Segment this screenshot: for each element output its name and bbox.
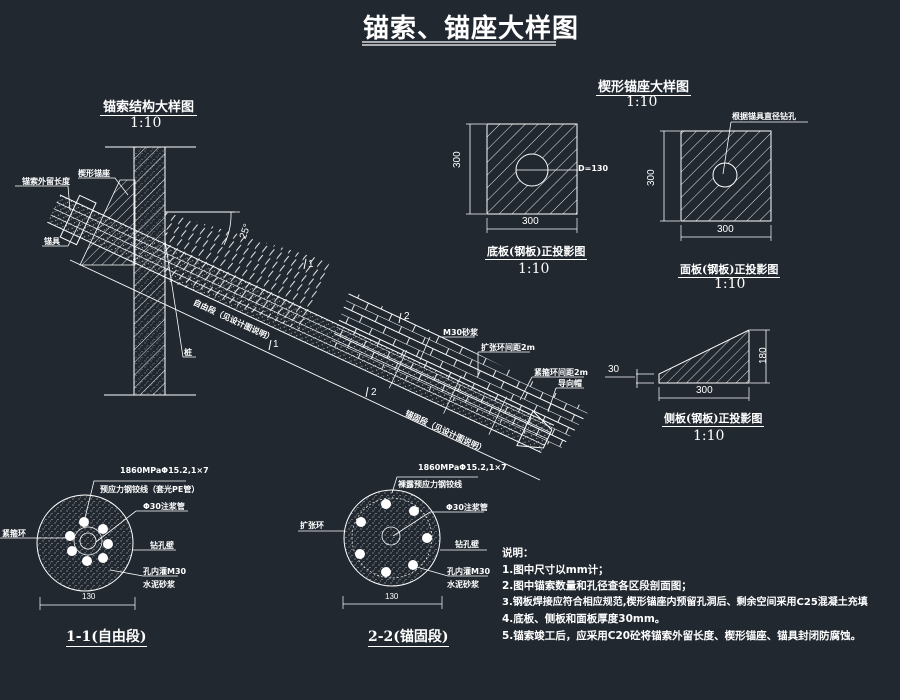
- section-mark-1-bottom: 1: [273, 339, 279, 350]
- notes-heading: 说明：: [502, 547, 534, 559]
- side-plate-height: 180: [758, 347, 769, 364]
- face-plate-drawing: [660, 121, 808, 241]
- side-plate-scale: 1:10: [693, 428, 725, 444]
- note-item: 5.锚索竣工后，应采用C20砼将锚索外留长度、楔形锚座、锚具封闭防腐蚀。: [502, 629, 862, 642]
- side-plate-shape: [658, 329, 750, 384]
- side-plate-drawing: [605, 329, 770, 401]
- strands-2: [355, 499, 432, 577]
- borehole-circle-1: [36, 494, 134, 592]
- soil-region: [165, 212, 330, 330]
- label-spreader-spacing: 扩张环间距2m: [481, 343, 535, 352]
- rock-region: [330, 290, 590, 450]
- label-mortar: M30砂浆: [443, 328, 479, 337]
- face-plate-width: 300: [717, 224, 734, 235]
- label-anchorage: 锚具: [44, 237, 60, 246]
- note-item: 2.图中锚索数量和孔径查各区段剖面图；: [502, 580, 692, 592]
- anchor-structure-drawing: [15, 146, 590, 481]
- anchorage-block: [59, 194, 97, 246]
- face-plate-hole: [712, 162, 738, 188]
- section-2-strand-spec: 1860MPaΦ15.2,1×7: [418, 463, 507, 472]
- notes-block: 说明： 1.图中尺寸以mm计； 2.图中锚索数量和孔径查各区段剖面图； 3.钢板…: [502, 545, 868, 644]
- page-title: 锚索、锚座大样图: [363, 14, 580, 44]
- note-item: 1.图中尺寸以mm计；: [502, 563, 609, 576]
- section-1-grout-b: 水泥砂浆: [143, 580, 175, 589]
- section-2-grout-a: 孔内灌M30: [447, 567, 491, 576]
- note-item: 3.钢板焊接应符合相应规范,楔形锚座内预留孔洞后、剩余空间采用C25混凝土充填: [502, 596, 868, 608]
- guide-cap: [516, 410, 553, 449]
- length-dimension-line: [69, 259, 541, 481]
- section-mark-2-top: 2: [404, 311, 410, 322]
- section-1-title: 1-1(自由段): [66, 626, 147, 647]
- note-item: 4.底板、侧板和面板厚度30mm。: [502, 613, 666, 625]
- side-plate-width: 300: [696, 385, 713, 396]
- bottom-plate-title: 底板(钢板)正投影图: [485, 245, 588, 260]
- section-1-tie-ring: 紧箍环: [2, 529, 26, 538]
- face-plate-title: 面板(钢板)正投影图: [678, 263, 781, 278]
- label-tie-ring-spacing: 紧箍环间距2m: [534, 368, 588, 377]
- section-cut-1-bottom: [268, 339, 272, 351]
- section-1-grout-a: 孔内灌M30: [143, 567, 187, 576]
- section-2-diameter: 130: [385, 592, 399, 601]
- label-wedge-seat: 楔形锚座: [78, 169, 110, 178]
- face-plate-hole-note: 根据锚具直径钻孔: [732, 112, 796, 121]
- side-plate-title: 侧板(钢板)正投影图: [662, 412, 765, 427]
- section-1-borehole-wall: 钻孔壁: [150, 541, 174, 550]
- section-2-grout-pipe: Φ30注浆管: [446, 503, 488, 512]
- anchor-detail-title: 锚索结构大样图: [100, 96, 198, 116]
- section-cut-2-bottom: [365, 386, 369, 398]
- section-2-title: 2-2(锚固段): [368, 626, 449, 647]
- angle-arc: [223, 211, 232, 246]
- section-2-strand-desc: 裸露预应力钢铰线: [398, 480, 462, 489]
- label-outer-length: 锚索外留长度: [22, 177, 70, 186]
- bottom-plate-scale: 1:10: [518, 261, 550, 277]
- face-plate-height: 300: [646, 169, 657, 186]
- section-1-1-drawing: [0, 480, 188, 610]
- section-2-grout-b: 水泥砂浆: [447, 580, 479, 589]
- section-1-diameter: 130: [82, 592, 96, 601]
- section-mark-1-top: 1: [308, 259, 314, 270]
- grout-pipe-2: [381, 526, 401, 546]
- section-cut-1-top: [303, 258, 307, 270]
- bottom-plate-hole-label: D=130: [578, 164, 609, 173]
- section-2-borehole-wall: 钻孔壁: [455, 540, 479, 549]
- bottom-plate-drawing: [466, 123, 578, 233]
- section-2-2-drawing: [298, 476, 488, 609]
- section-1-grout-pipe: Φ30注浆管: [143, 502, 185, 511]
- section-1-strand-desc: 预应力钢铰线（套光PE管）: [100, 485, 200, 494]
- grout-pipe-1: [79, 532, 97, 550]
- section-2-spreader-ring: 扩张环: [300, 521, 324, 530]
- wedge-seat-scale: 1:10: [626, 94, 658, 110]
- section-1-strand-spec: 1860MPaΦ15.2,1×7: [120, 466, 209, 475]
- label-guide-cap: 导向帽: [558, 379, 582, 388]
- anchor-detail-scale: 1:10: [130, 115, 162, 131]
- section-mark-2-bottom: 2: [371, 387, 377, 398]
- wedge-seat-title: 楔形锚座大样图: [596, 76, 692, 96]
- label-pile: 桩: [184, 348, 192, 357]
- section-cut-2-top: [398, 312, 402, 324]
- side-plate-small-height: 30: [608, 364, 620, 375]
- bottom-plate-width: 300: [522, 216, 539, 227]
- face-plate-scale: 1:10: [714, 276, 746, 292]
- bottom-plate-height: 300: [452, 151, 463, 168]
